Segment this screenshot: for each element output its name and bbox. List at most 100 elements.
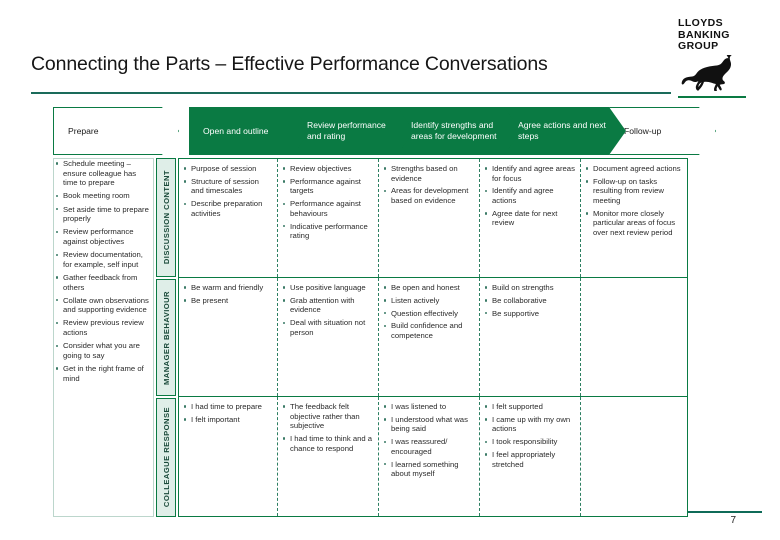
bullet-list: Identify and agree areas for focus Ident… — [484, 164, 575, 228]
list-item: Build on strengths — [484, 283, 575, 293]
cell-discussion-identify: Strengths based on evidence Areas for de… — [379, 159, 480, 277]
list-item: The feedback felt objective rather than … — [282, 402, 373, 431]
list-item: I felt supported — [484, 402, 575, 412]
row-label-text: DISCUSSION CONTENT — [161, 170, 171, 265]
list-item: Identify and agree actions — [484, 186, 575, 205]
list-item: I was listened to — [383, 402, 474, 412]
cell-colleague-agree: I felt supported I came up with my own a… — [480, 397, 581, 516]
chevron-label-identify-strengths: Identify strengths and areas for develop… — [411, 120, 497, 141]
list-item: Set aside time to prepare properly — [55, 205, 150, 224]
row-label-manager-behaviour: MANAGER BEHAVIOUR — [156, 279, 176, 396]
prepare-bullet-list: Schedule meeting – ensure colleague has … — [55, 159, 150, 383]
cell-manager-identify: Be open and honest Listen actively Quest… — [379, 278, 480, 396]
cell-manager-agree: Build on strengths Be collaborative Be s… — [480, 278, 581, 396]
cell-discussion-followup: Document agreed actions Follow-up on tas… — [581, 159, 687, 277]
list-item: Collate own observations and supporting … — [55, 296, 150, 315]
cell-discussion-open: Purpose of session Structure of session … — [179, 159, 278, 277]
bullet-list: Use positive language Grab attention wit… — [282, 283, 373, 337]
logo-underline — [678, 96, 746, 98]
list-item: Listen actively — [383, 296, 474, 306]
list-item: I had time to think and a chance to resp… — [282, 434, 373, 453]
logo-text-line-3: GROUP — [678, 40, 719, 52]
list-item: I felt important — [183, 415, 272, 425]
stage-chevron-band: Prepare Open and outline Review performa… — [53, 107, 716, 155]
list-item: Areas for development based on evidence — [383, 186, 474, 205]
table-row: Be warm and friendly Be present Use posi… — [179, 278, 687, 397]
row-label-discussion-content: DISCUSSION CONTENT — [156, 158, 176, 277]
list-item: Review previous review actions — [55, 318, 150, 337]
bullet-list: Build on strengths Be collaborative Be s… — [484, 283, 575, 318]
list-item: Follow-up on tasks resulting from review… — [585, 177, 682, 206]
bullet-list: I had time to prepare I felt important — [183, 402, 272, 424]
row-label-text: COLLEAGUE RESPONSE — [161, 407, 171, 508]
list-item: Use positive language — [282, 283, 373, 293]
list-item: Get in the right frame of mind — [55, 364, 150, 383]
chevron-stage-review-performance[interactable]: Review performance and rating — [293, 107, 420, 155]
chevron-stage-agree-actions[interactable]: Agree actions and next steps — [504, 107, 632, 155]
chevron-label-follow-up: Follow-up — [624, 125, 662, 136]
list-item: I was reassured/ encouraged — [383, 437, 474, 456]
chevron-stage-prepare[interactable]: Prepare — [53, 107, 179, 155]
cell-colleague-identify: I was listened to I understood what was … — [379, 397, 480, 516]
bullet-list: Be warm and friendly Be present — [183, 283, 272, 305]
black-horse-icon — [681, 48, 733, 92]
chevron-stage-identify-strengths[interactable]: Identify strengths and areas for develop… — [397, 107, 527, 155]
chevron-label-prepare: Prepare — [68, 125, 99, 136]
list-item: I came up with my own actions — [484, 415, 575, 434]
row-label-strip: DISCUSSION CONTENT MANAGER BEHAVIOUR COL… — [156, 158, 176, 517]
list-item: Strengths based on evidence — [383, 164, 474, 183]
list-item: I feel appropriately stretched — [484, 450, 575, 469]
chevron-label-open-and-outline: Open and outline — [203, 125, 269, 136]
list-item: Describe preparation activities — [183, 199, 272, 218]
table-row: I had time to prepare I felt important T… — [179, 397, 687, 516]
footer-divider — [688, 511, 762, 513]
list-item: Book meeting room — [55, 191, 150, 201]
list-item: Monitor more closely particular areas of… — [585, 209, 682, 238]
matrix-grid: Purpose of session Structure of session … — [178, 158, 688, 517]
list-item: Review objectives — [282, 164, 373, 174]
list-item: Document agreed actions — [585, 164, 682, 174]
bullet-list: The feedback felt objective rather than … — [282, 402, 373, 453]
cell-manager-open: Be warm and friendly Be present — [179, 278, 278, 396]
cell-colleague-followup — [581, 397, 687, 516]
cell-manager-followup — [581, 278, 687, 396]
bullet-list: Document agreed actions Follow-up on tas… — [585, 164, 682, 238]
list-item: I took responsibility — [484, 437, 575, 447]
lloyds-banking-group-logo: LLOYDS BANKING GROUP — [678, 17, 764, 98]
list-item: Schedule meeting – ensure colleague has … — [55, 159, 150, 188]
chevron-stage-open-and-outline[interactable]: Open and outline — [189, 107, 316, 155]
chevron-label-review-performance: Review performance and rating — [307, 120, 386, 141]
list-item: Performance against targets — [282, 177, 373, 196]
bullet-list: Be open and honest Listen actively Quest… — [383, 283, 474, 341]
list-item: Review performance against objectives — [55, 227, 150, 246]
list-item: Purpose of session — [183, 164, 272, 174]
cell-discussion-review: Review objectives Performance against ta… — [278, 159, 379, 277]
cell-manager-review: Use positive language Grab attention wit… — [278, 278, 379, 396]
list-item: Be present — [183, 296, 272, 306]
list-item: Consider what you are going to say — [55, 341, 150, 360]
prepare-column: Schedule meeting – ensure colleague has … — [53, 158, 154, 517]
performance-conversation-matrix: Schedule meeting – ensure colleague has … — [53, 158, 688, 517]
cell-colleague-review: The feedback felt objective rather than … — [278, 397, 379, 516]
list-item: Performance against behaviours — [282, 199, 373, 218]
page-number: 7 — [730, 515, 736, 526]
list-item: I had time to prepare — [183, 402, 272, 412]
chevron-label-agree-actions: Agree actions and next steps — [518, 120, 606, 141]
logo-text-line-1: LLOYDS — [678, 17, 723, 29]
list-item: Be open and honest — [383, 283, 474, 293]
list-item: Build confidence and competence — [383, 321, 474, 340]
row-label-colleague-response: COLLEAGUE RESPONSE — [156, 398, 176, 517]
bullet-list: Strengths based on evidence Areas for de… — [383, 164, 474, 206]
cell-discussion-agree: Identify and agree areas for focus Ident… — [480, 159, 581, 277]
logo-text-line-2: BANKING — [678, 28, 730, 41]
table-row: Purpose of session Structure of session … — [179, 159, 687, 278]
list-item: Be warm and friendly — [183, 283, 272, 293]
list-item: Indicative performance rating — [282, 222, 373, 241]
list-item: Be collaborative — [484, 296, 575, 306]
list-item: Gather feedback from others — [55, 273, 150, 292]
bullet-list: I felt supported I came up with my own a… — [484, 402, 575, 469]
list-item: Be supportive — [484, 309, 575, 319]
list-item: Agree date for next review — [484, 209, 575, 228]
list-item: Identify and agree areas for focus — [484, 164, 575, 183]
list-item: Grab attention with evidence — [282, 296, 373, 315]
